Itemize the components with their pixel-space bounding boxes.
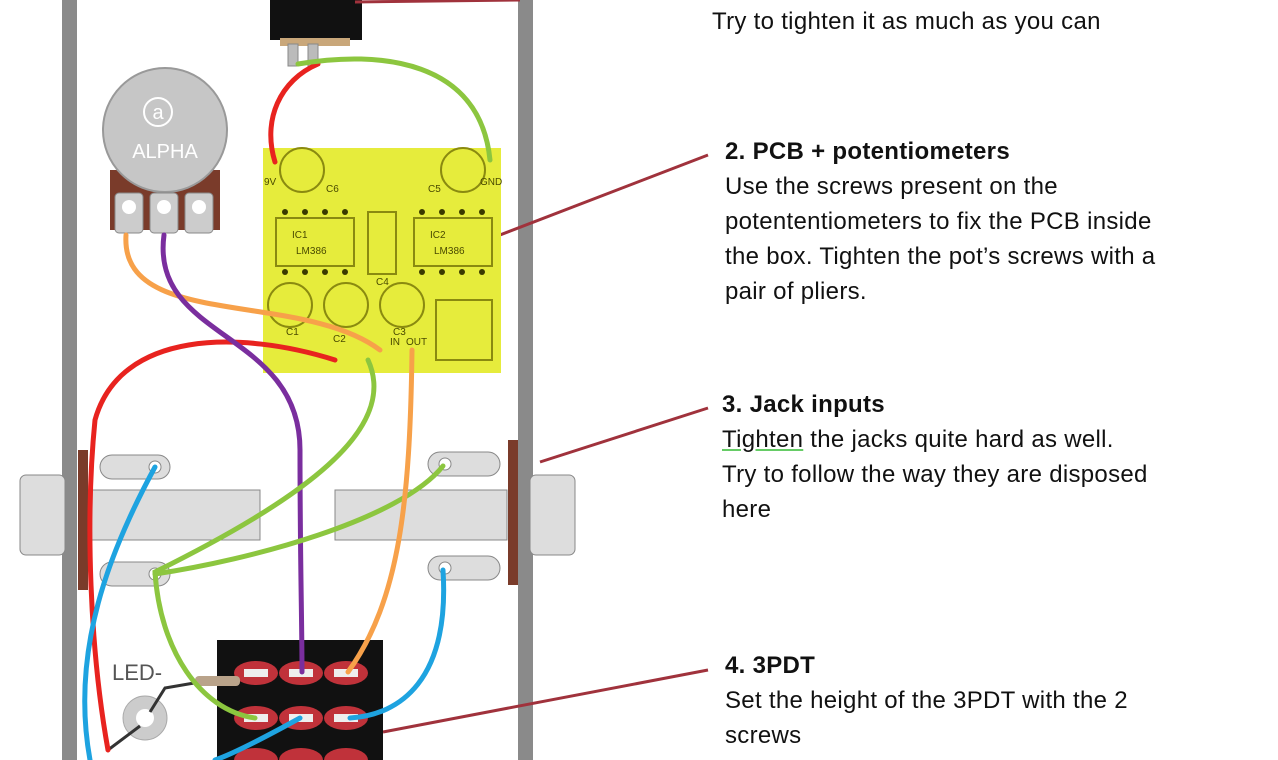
step-3-body-line: Tighten the jacks quite hard as well. <box>722 422 1148 457</box>
step-2-body-line: the box. Tighten the pot’s screws with a <box>725 243 1156 270</box>
enclosure-wall-right <box>518 0 533 760</box>
pcb-c2-label: C2 <box>333 334 346 345</box>
step-1-body-line: Try to tighten it as much as you can <box>712 8 1101 35</box>
wire-red-power <box>87 339 338 753</box>
wire-blue-in <box>82 464 158 760</box>
wire-green-in <box>152 357 377 721</box>
led-label: LED- <box>112 660 162 685</box>
wire-orange-pot <box>123 232 383 353</box>
pcb-gnd-label: GND <box>480 177 502 188</box>
wire-green-out <box>152 463 446 577</box>
input-jack-left <box>19 450 261 590</box>
step-4-note: 4. 3PDT Set the height of the 3PDT with … <box>725 648 1128 753</box>
step-3-note: 3. Jack inputs Tighten the jacks quite h… <box>722 387 1148 527</box>
pcb-ic1-part: LM386 <box>296 246 327 257</box>
pcb: IC1 LM386 IC2 LM386 9V GND C1 C2 C3 C4 C… <box>263 147 502 373</box>
pcb-c6-label: C6 <box>326 184 339 195</box>
pcb-c3-label: C3 <box>393 327 406 338</box>
step-3-body-line: Try to follow the way they are disposed <box>722 461 1148 488</box>
pcb-c4-label: C4 <box>376 277 389 288</box>
wire-blue-3pdt <box>212 715 303 760</box>
pcb-ic2-part: LM386 <box>434 246 465 257</box>
pcb-9v-label: 9V <box>264 177 277 188</box>
pcb-c1-label: C1 <box>286 327 299 338</box>
pcb-c5-label: C5 <box>428 184 441 195</box>
wire-blue-out <box>347 567 447 721</box>
wire-green-dc <box>295 56 493 163</box>
step-1-note: Try to tighten it as much as you can <box>712 4 1101 39</box>
wire-red-dc <box>268 61 321 165</box>
step-4-body-line: Set the height of the 3PDT with the 2 <box>725 687 1128 714</box>
pot-logo: a <box>152 102 164 124</box>
step-2-body-line: Use the screws present on the <box>725 173 1058 200</box>
potentiometer: a ALPHA <box>102 67 228 234</box>
pcb-ic2-label: IC2 <box>430 230 446 241</box>
pcb-in-label: IN <box>390 337 400 348</box>
step-2-body-line: potententiometers to fix the PCB inside <box>725 208 1152 235</box>
step-2-body-line: pair of pliers. <box>725 278 867 305</box>
led: LED- <box>107 660 240 752</box>
step-2-heading: 2. PCB + potentiometers <box>725 138 1010 165</box>
step-3-heading: 3. Jack inputs <box>722 391 885 418</box>
pcb-ic1-label: IC1 <box>292 230 308 241</box>
resistor <box>195 676 240 686</box>
step-3-body-line: here <box>722 496 772 523</box>
pcb-out-label: OUT <box>406 337 427 348</box>
step-2-note: 2. PCB + potentiometers Use the screws p… <box>725 134 1155 309</box>
step-3-body-text: the jacks quite hard as well. <box>803 426 1114 453</box>
enclosure-wall-left <box>62 0 77 760</box>
wire-orange-out <box>345 347 415 675</box>
step-4-heading: 4. 3PDT <box>725 652 816 679</box>
pot-brand: ALPHA <box>132 141 198 163</box>
step-4-body-line: screws <box>725 722 802 749</box>
dc-jack <box>270 0 362 67</box>
step-3-underlined-word: Tighten <box>722 426 804 453</box>
wire-purple-pot <box>160 232 305 675</box>
output-jack-right <box>334 440 576 585</box>
